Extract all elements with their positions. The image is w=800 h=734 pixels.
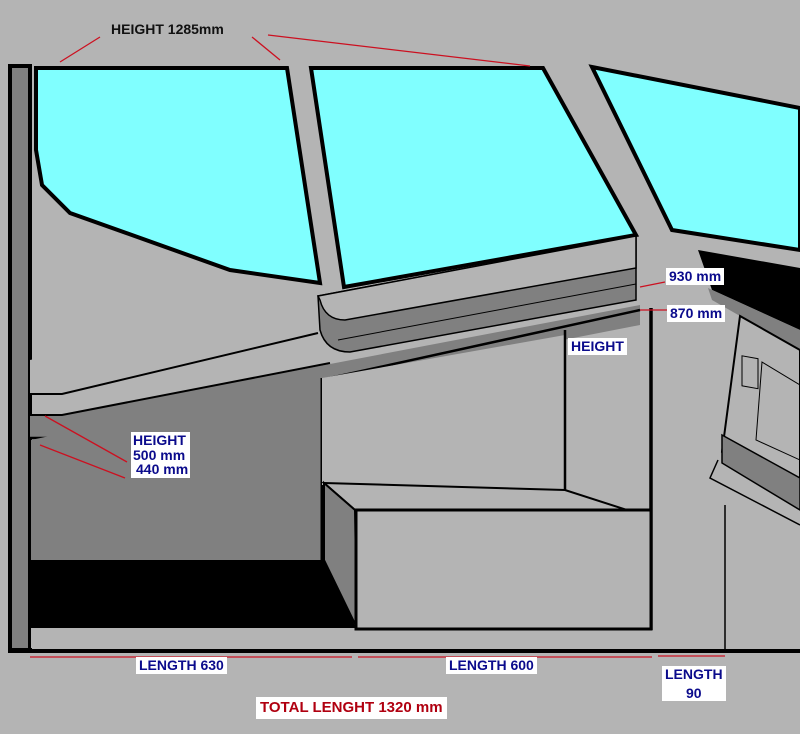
console-display: [755, 361, 800, 461]
floor-strip: [31, 628, 357, 648]
label-length-90-line1: LENGTH: [665, 666, 723, 682]
console-bevel: [708, 288, 800, 350]
window-center: [308, 66, 640, 290]
label-length-90: LENGTH 90: [662, 666, 726, 702]
window-right: [588, 64, 800, 253]
label-length-90-line2: 90: [685, 684, 702, 701]
label-length-600: LENGTH 600: [446, 657, 537, 674]
label-height-1285: HEIGHT 1285mm: [111, 21, 224, 37]
seat-box-top: [321, 481, 628, 511]
window-left: [34, 66, 323, 286]
seat-box-front: [354, 508, 653, 631]
label-500mm: 500 mm: [133, 446, 186, 463]
console-small-panel: [741, 355, 759, 390]
footwell-void: [31, 560, 356, 628]
dash-top-shelf: [30, 300, 320, 395]
dash-lower-strip: [30, 305, 640, 438]
console-lower-band: [721, 433, 800, 511]
label-870mm: 870 mm: [667, 305, 726, 322]
label-length-630: LENGTH 630: [136, 657, 227, 674]
label-440mm: 440 mm: [136, 461, 189, 478]
seat-back-wall: [322, 335, 565, 490]
label-930mm: 930 mm: [666, 268, 725, 285]
label-total-length: TOTAL LENGHT 1320 mm: [256, 697, 447, 719]
label-height-left-block: HEIGHT 500 mm 440 mm: [131, 432, 191, 479]
dimension-lines: [30, 34, 725, 658]
label-height-left-title: HEIGHT: [133, 432, 186, 448]
left-post: [8, 64, 32, 652]
label-height-right: HEIGHT: [568, 338, 627, 355]
